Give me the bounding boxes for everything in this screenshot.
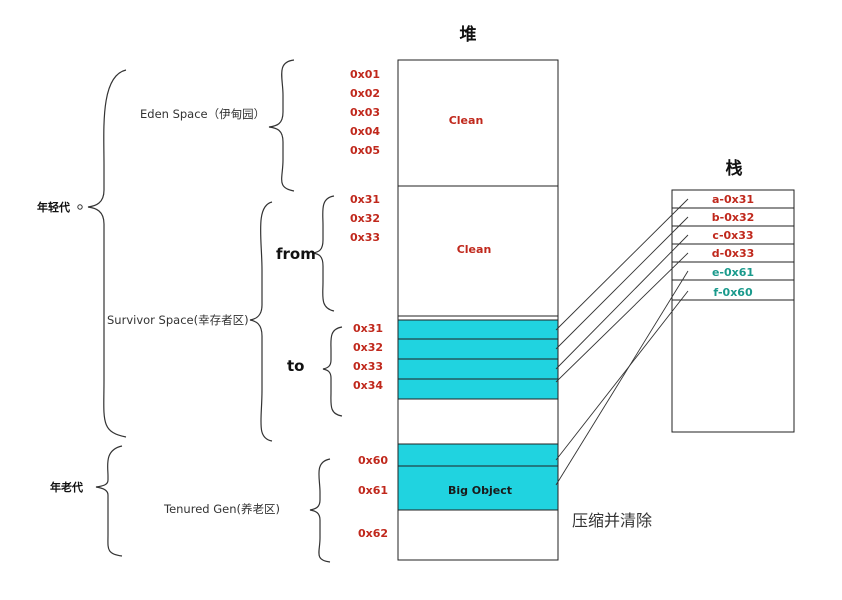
eden-address: 0x01 — [350, 68, 380, 81]
eden-address: 0x05 — [350, 144, 380, 157]
stack-title: 栈 — [726, 158, 743, 179]
ref-line-f — [555, 290, 689, 461]
stack-entry-b: b-0x32 — [712, 211, 755, 224]
survivor-label: Survivor Space(幸存者区) — [107, 313, 249, 327]
stack-entry-f: f-0x60 — [713, 286, 753, 299]
stack-entry-d: d-0x33 — [712, 247, 755, 260]
to-cell-0x31 — [397, 319, 559, 340]
eden-clean-label: Clean — [449, 114, 484, 127]
to-address: 0x31 — [353, 322, 383, 335]
to-address: 0x34 — [353, 379, 383, 392]
eden-label: Eden Space（伊甸园） — [140, 107, 265, 121]
old-address: 0x62 — [358, 527, 388, 540]
compact-clean-note: 压缩并清除 — [572, 511, 652, 530]
old-gen-label: 年老代 — [50, 480, 83, 494]
old-gen-brace — [95, 445, 123, 557]
ref-line-c — [555, 234, 689, 370]
to-cell-0x34 — [397, 378, 559, 400]
to-label: to — [287, 357, 304, 375]
stack-entry-a: a-0x31 — [712, 193, 754, 206]
ref-line-e — [555, 270, 689, 486]
to-cell-0x33 — [397, 358, 559, 380]
big-object-label: Big Object — [448, 484, 512, 497]
to-address: 0x32 — [353, 341, 383, 354]
young-gen-brace — [87, 69, 127, 438]
young-gen-brace-node — [77, 204, 83, 210]
from-address: 0x32 — [350, 212, 380, 225]
young-gen-label: 年轻代 — [37, 200, 70, 214]
ref-line-d — [555, 252, 689, 383]
to-cell-0x32 — [397, 338, 559, 360]
old-address: 0x60 — [358, 454, 388, 467]
old-cell-big-object — [397, 465, 559, 511]
heap-title: 堆 — [460, 24, 477, 45]
ref-line-b — [555, 216, 689, 350]
old-address: 0x61 — [358, 484, 388, 497]
ref-line-a — [555, 198, 689, 331]
survivor-brace — [249, 201, 273, 442]
old-cell-0x60 — [397, 443, 559, 467]
stack-entry-c: c-0x33 — [712, 229, 753, 242]
eden-address: 0x04 — [350, 125, 380, 138]
from-clean-label: Clean — [457, 243, 492, 256]
stack-entry-e: e-0x61 — [712, 266, 754, 279]
to-brace — [322, 326, 343, 417]
from-address: 0x33 — [350, 231, 380, 244]
eden-address: 0x03 — [350, 106, 380, 119]
eden-address: 0x02 — [350, 87, 380, 100]
to-address: 0x33 — [353, 360, 383, 373]
eden-brace — [268, 59, 295, 192]
from-brace — [312, 195, 335, 312]
tenured-label: Tenured Gen(养老区) — [163, 502, 280, 516]
from-address: 0x31 — [350, 193, 380, 206]
from-label: from — [276, 245, 316, 263]
tenured-brace — [309, 458, 331, 563]
